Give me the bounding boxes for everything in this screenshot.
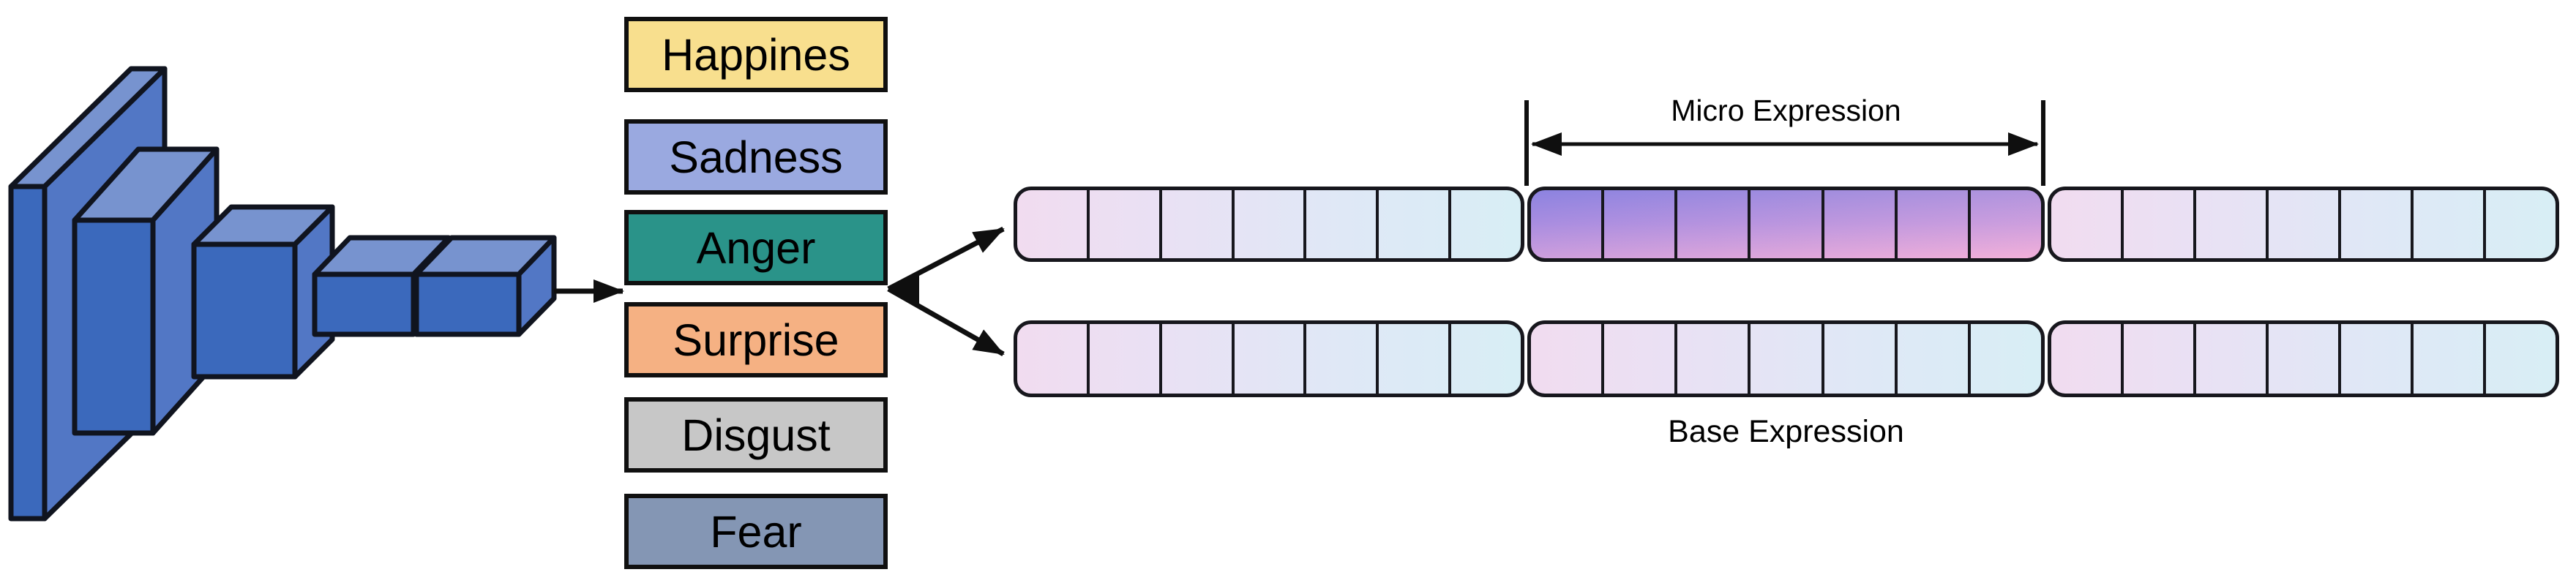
sequence-cell-3	[2196, 324, 2269, 394]
emotion-label: Fear	[710, 506, 802, 557]
sequence-cell-7	[1451, 190, 1521, 258]
sequence-cell-7	[2486, 324, 2556, 394]
sequence-cell-3	[1162, 324, 1235, 394]
sequence-cell-3	[1677, 324, 1751, 394]
sequence-cell-2	[1604, 190, 1678, 258]
sequence-cell-4	[1235, 190, 1307, 258]
sequence-bottom-group-1	[1014, 320, 1524, 397]
cnn-feature-extractor-illustration	[8, 66, 557, 522]
fan-arrowhead-left	[888, 274, 919, 304]
sequence-cell-6	[1379, 324, 1452, 394]
sequence-cell-7	[2486, 190, 2556, 258]
sequence-cell-3	[1162, 190, 1235, 258]
emotion-box-sadness: Sadness	[624, 119, 888, 195]
sequence-top-group-3	[2048, 187, 2559, 262]
emotion-label: Anger	[696, 222, 816, 273]
emotion-label: Happines	[662, 29, 850, 80]
sequence-cell-6	[1898, 190, 1971, 258]
sequence-cell-3	[2196, 190, 2269, 258]
emotion-box-surprise: Surprise	[624, 302, 888, 377]
sequence-cell-5	[1306, 190, 1379, 258]
sequence-cell-5	[2341, 324, 2414, 394]
sequence-cell-2	[2124, 190, 2196, 258]
sequence-cell-5	[2341, 190, 2414, 258]
sequence-top-group-1	[1014, 187, 1524, 262]
sequence-cell-7	[1971, 324, 2041, 394]
sequence-cell-1	[1531, 324, 1605, 394]
cnn-block-conv2	[191, 204, 335, 380]
sequence-cell-2	[1090, 190, 1162, 258]
cnn-block-fc2	[413, 235, 557, 337]
base-expression-label: Base Expression	[1668, 414, 1904, 449]
sequence-cell-6	[2414, 324, 2486, 394]
sequence-top-group-micro	[1527, 187, 2045, 262]
sequence-cell-4	[1235, 324, 1307, 394]
sequence-cell-1	[1017, 324, 1090, 394]
sequence-cell-2	[1090, 324, 1162, 394]
sequence-cell-4	[1751, 324, 1824, 394]
cnn-block-conv1	[72, 146, 220, 436]
sequence-cell-4	[1751, 190, 1824, 258]
sequence-cell-3	[1677, 190, 1751, 258]
sequence-cell-6	[1898, 324, 1971, 394]
sequence-cell-5	[1824, 190, 1898, 258]
sequence-cell-1	[2051, 324, 2124, 394]
emotion-label: Disgust	[681, 410, 831, 460]
sequence-cell-4	[2269, 324, 2341, 394]
sequence-cell-1	[1531, 190, 1605, 258]
sequence-cell-1	[1017, 190, 1090, 258]
sequence-cell-4	[2269, 190, 2341, 258]
emotion-box-anger: Anger	[624, 210, 888, 285]
sequence-cell-5	[1306, 324, 1379, 394]
emotion-box-happines: Happines	[624, 17, 888, 92]
sequence-cell-2	[2124, 324, 2196, 394]
micro-expression-label: Micro Expression	[1671, 94, 1901, 127]
sequence-cell-7	[1971, 190, 2041, 258]
sequence-cell-7	[1451, 324, 1521, 394]
emotion-label: Surprise	[673, 315, 839, 365]
cnn-block-fc1	[312, 235, 452, 337]
arrow-to-top-sequence	[887, 226, 1005, 292]
arrow-to-bottom-sequence	[887, 286, 1005, 357]
emotion-label: Sadness	[669, 132, 843, 182]
sequence-cell-1	[2051, 190, 2124, 258]
sequence-cell-6	[2414, 190, 2486, 258]
sequence-cell-2	[1604, 324, 1678, 394]
sequence-cell-6	[1379, 190, 1452, 258]
sequence-bottom-group-3	[2048, 320, 2559, 397]
emotion-box-fear: Fear	[624, 494, 888, 569]
emotion-box-disgust: Disgust	[624, 397, 888, 473]
sequence-cell-5	[1824, 324, 1898, 394]
sequence-bottom-group-2	[1527, 320, 2045, 397]
